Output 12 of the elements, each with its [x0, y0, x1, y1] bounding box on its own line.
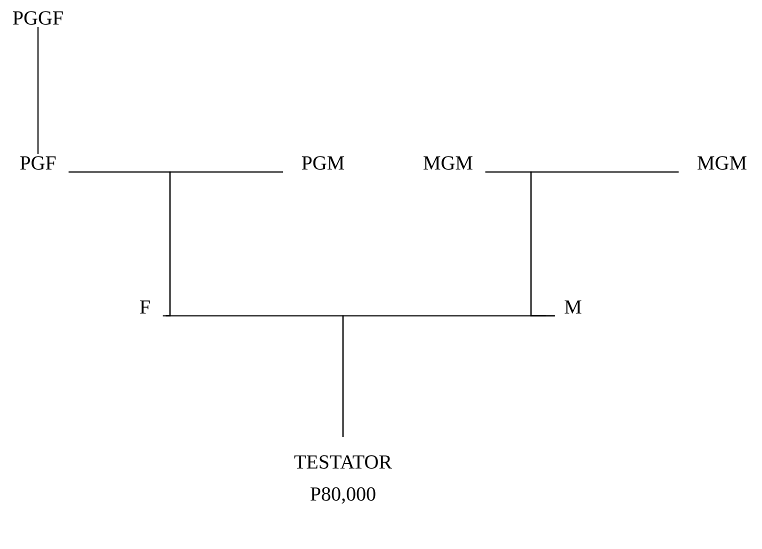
connector-line — [37, 26, 39, 154]
name-label: PGGF — [13, 11, 63, 25]
name-label: MGM — [424, 156, 472, 170]
connector-line — [530, 171, 679, 316]
name-label: TESTATOR — [294, 455, 392, 469]
amount-label: P80,000 — [310, 487, 376, 504]
name-label: F — [140, 300, 150, 314]
name-label: M — [564, 300, 582, 314]
connector-line — [342, 315, 546, 438]
name-label: MGM — [698, 156, 746, 170]
name-label: PGF — [20, 156, 56, 170]
name-label: PGM — [302, 156, 344, 170]
